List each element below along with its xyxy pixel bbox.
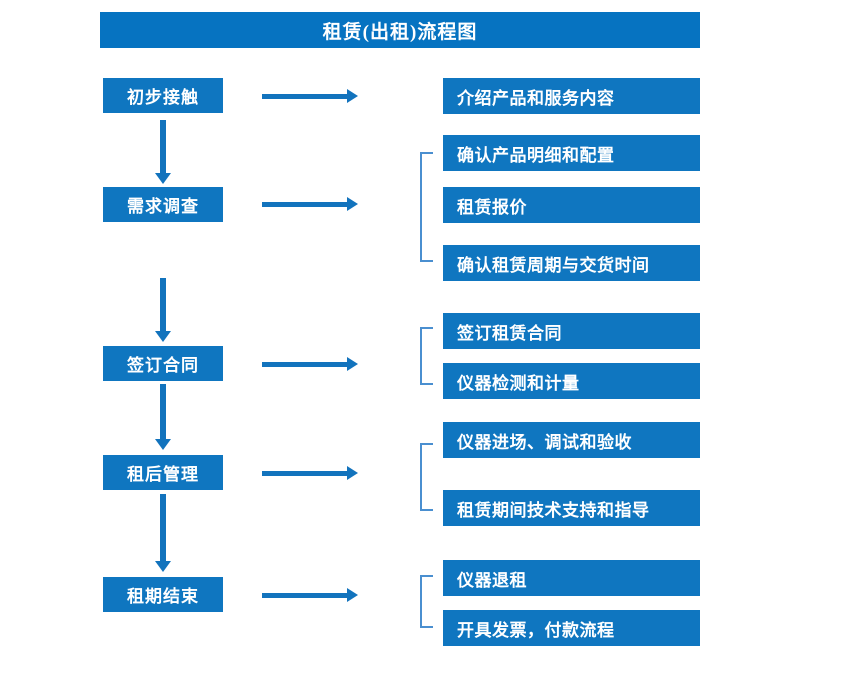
stage-box-lease-end[interactable]: 租期结束 — [103, 577, 223, 612]
detail-box-invoice-payment[interactable]: 开具发票，付款流程 — [443, 610, 700, 646]
detail-box-technical-support[interactable]: 租赁期间技术支持和指导 — [443, 490, 700, 526]
horizontal-arrow-initial-contact — [262, 88, 358, 104]
stage-box-post-rental-management[interactable]: 租后管理 — [103, 455, 223, 490]
stage-box-initial-contact[interactable]: 初步接触 — [103, 78, 223, 113]
detail-box-confirm-lease-period[interactable]: 确认租赁周期与交货时间 — [443, 245, 700, 281]
detail-box-instrument-return[interactable]: 仪器退租 — [443, 560, 700, 596]
horizontal-arrow-lease-end — [262, 587, 358, 603]
horizontal-arrow-sign-contract — [262, 356, 358, 372]
detail-box-rental-quotation[interactable]: 租赁报价 — [443, 187, 700, 223]
stage-box-demand-survey[interactable]: 需求调查 — [103, 187, 223, 222]
detail-box-sign-lease-contract[interactable]: 签订租赁合同 — [443, 313, 700, 349]
detail-box-instrument-installation[interactable]: 仪器进场、调试和验收 — [443, 422, 700, 458]
vertical-arrow-management-to-leaseend — [154, 494, 172, 574]
horizontal-arrow-post-rental-management — [262, 465, 358, 481]
vertical-arrow-contract-to-management — [154, 384, 172, 452]
page-title: 租赁(出租)流程图 — [100, 12, 700, 48]
stage-box-sign-contract[interactable]: 签订合同 — [103, 346, 223, 381]
horizontal-arrow-demand-survey — [262, 196, 358, 212]
detail-box-confirm-product-details[interactable]: 确认产品明细和配置 — [443, 135, 700, 171]
group-bracket-post-rental-management — [420, 443, 433, 511]
group-bracket-lease-end — [420, 575, 433, 628]
group-bracket-demand-survey — [420, 152, 433, 262]
vertical-arrow-initial-to-demand — [154, 120, 172, 186]
detail-box-introduce-products[interactable]: 介绍产品和服务内容 — [443, 78, 700, 114]
vertical-arrow-demand-to-contract — [154, 278, 172, 344]
group-bracket-sign-contract — [420, 327, 433, 385]
detail-box-instrument-inspection[interactable]: 仪器检测和计量 — [443, 363, 700, 399]
